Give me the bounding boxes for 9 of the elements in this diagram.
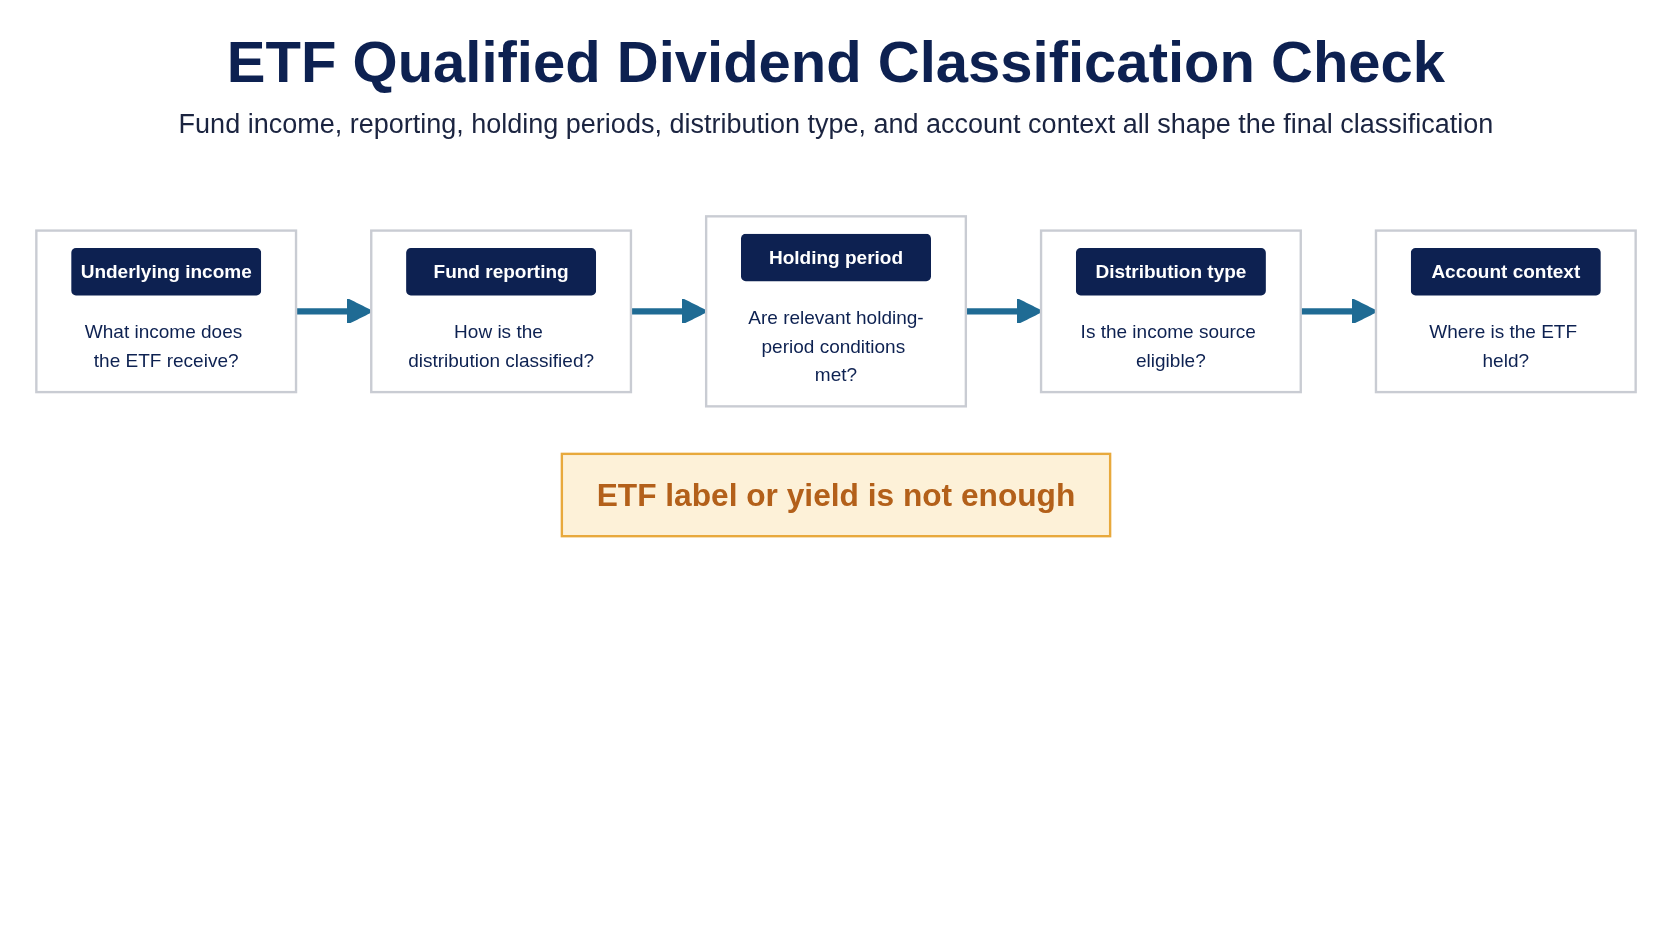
node-box xyxy=(1374,229,1637,394)
diagram-title: ETF Qualified Dividend Classification Check xyxy=(226,28,1446,95)
node-box xyxy=(704,215,968,408)
flow-diagram: Underlying income What income does the ETF receive? Fund reporting How is the distribution classified? Holding period Are relevant holding-period conditions met? Distribution type Is the income source eligible? Account context Where is the ETF held? ETF label or yield is not enough xyxy=(30,210,1642,543)
subtitle-text: Fund income, reporting, holding periods, distribution type, and account context all shape the final classification xyxy=(178,109,1494,140)
node-box xyxy=(370,229,633,394)
node-box xyxy=(560,452,1112,538)
node-box xyxy=(35,229,298,394)
node-box xyxy=(1039,229,1302,394)
